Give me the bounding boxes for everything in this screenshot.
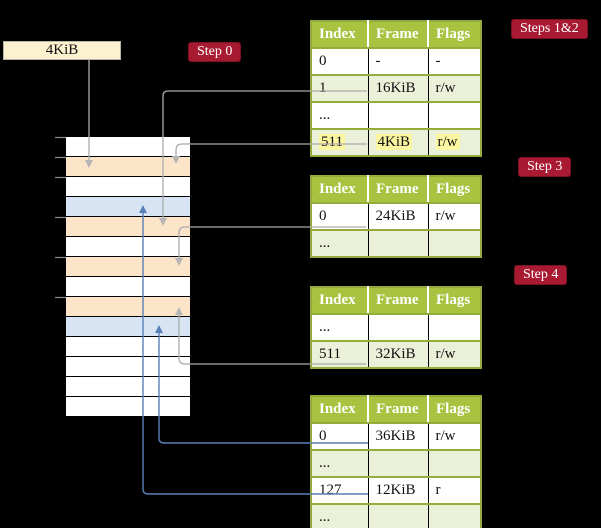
table-header-row: Index Frame Flags	[311, 396, 481, 424]
memory-frame-row	[66, 297, 190, 317]
memory-frame-row	[66, 177, 190, 197]
memory-column	[66, 137, 190, 417]
highlighted-value: r/w	[435, 134, 460, 150]
col-header-flags: Flags	[428, 396, 481, 424]
table-row: 0 36KiB r/w	[311, 422, 481, 450]
memory-frame-row	[66, 317, 190, 337]
memory-frame-row	[66, 337, 190, 357]
table-row: 0 24KiB r/w	[311, 202, 481, 230]
table-row: 127 12KiB r	[311, 476, 481, 504]
memory-frame-row	[66, 157, 190, 177]
badge-step-3: Step 3	[518, 157, 572, 177]
table-header-row: Index Frame Flags	[311, 21, 481, 49]
badge-step-0: Step 0	[188, 42, 242, 62]
table-row: ...	[311, 449, 481, 477]
table-row: 511 32KiB r/w	[311, 340, 481, 368]
col-header-index: Index	[311, 287, 369, 315]
memory-frame-row	[66, 257, 190, 277]
memory-frame-row	[66, 357, 190, 377]
table-row: ...	[311, 503, 481, 528]
table-step-3: Index Frame Flags 0 24KiB r/w ...	[310, 175, 482, 258]
memory-frame-row	[66, 397, 190, 417]
col-header-frame: Frame	[368, 287, 429, 315]
table-header-row: Index Frame Flags	[311, 287, 481, 315]
col-header-index: Index	[311, 396, 369, 424]
memory-frame-row	[66, 197, 190, 217]
memory-frame-row	[66, 237, 190, 257]
memory-frame-row	[66, 217, 190, 237]
table-row: 0 - -	[311, 47, 481, 75]
table-step-4: Index Frame Flags ... 511 32KiB r/w	[310, 286, 482, 369]
col-header-flags: Flags	[428, 176, 481, 204]
memory-frame-row	[66, 137, 190, 157]
col-header-frame: Frame	[368, 396, 429, 424]
memory-frame-row	[66, 377, 190, 397]
table-row: ...	[311, 229, 481, 257]
table-row: 1 16KiB r/w	[311, 74, 481, 102]
table-row: ...	[311, 313, 481, 341]
col-header-index: Index	[311, 21, 369, 49]
table-header-row: Index Frame Flags	[311, 176, 481, 204]
highlighted-value: 511	[319, 134, 345, 150]
badge-steps-1-2: Steps 1&2	[511, 19, 588, 39]
memory-tick-marks	[55, 136, 66, 299]
col-header-flags: Flags	[428, 21, 481, 49]
badge-step-4: Step 4	[514, 265, 568, 285]
table-row-highlighted: 511 4KiB r/w	[311, 128, 481, 156]
table-final: Index Frame Flags 0 36KiB r/w ... 127 12…	[310, 395, 482, 528]
col-header-flags: Flags	[428, 287, 481, 315]
memory-frame-row	[66, 277, 190, 297]
col-header-frame: Frame	[368, 21, 429, 49]
table-steps-1-2: Index Frame Flags 0 - - 1 16KiB r/w ... …	[310, 20, 482, 157]
highlighted-value: 4KiB	[375, 134, 413, 150]
frame-size-label-box: 4KiB	[3, 41, 121, 60]
col-header-frame: Frame	[368, 176, 429, 204]
table-row: ...	[311, 101, 481, 129]
col-header-index: Index	[311, 176, 369, 204]
